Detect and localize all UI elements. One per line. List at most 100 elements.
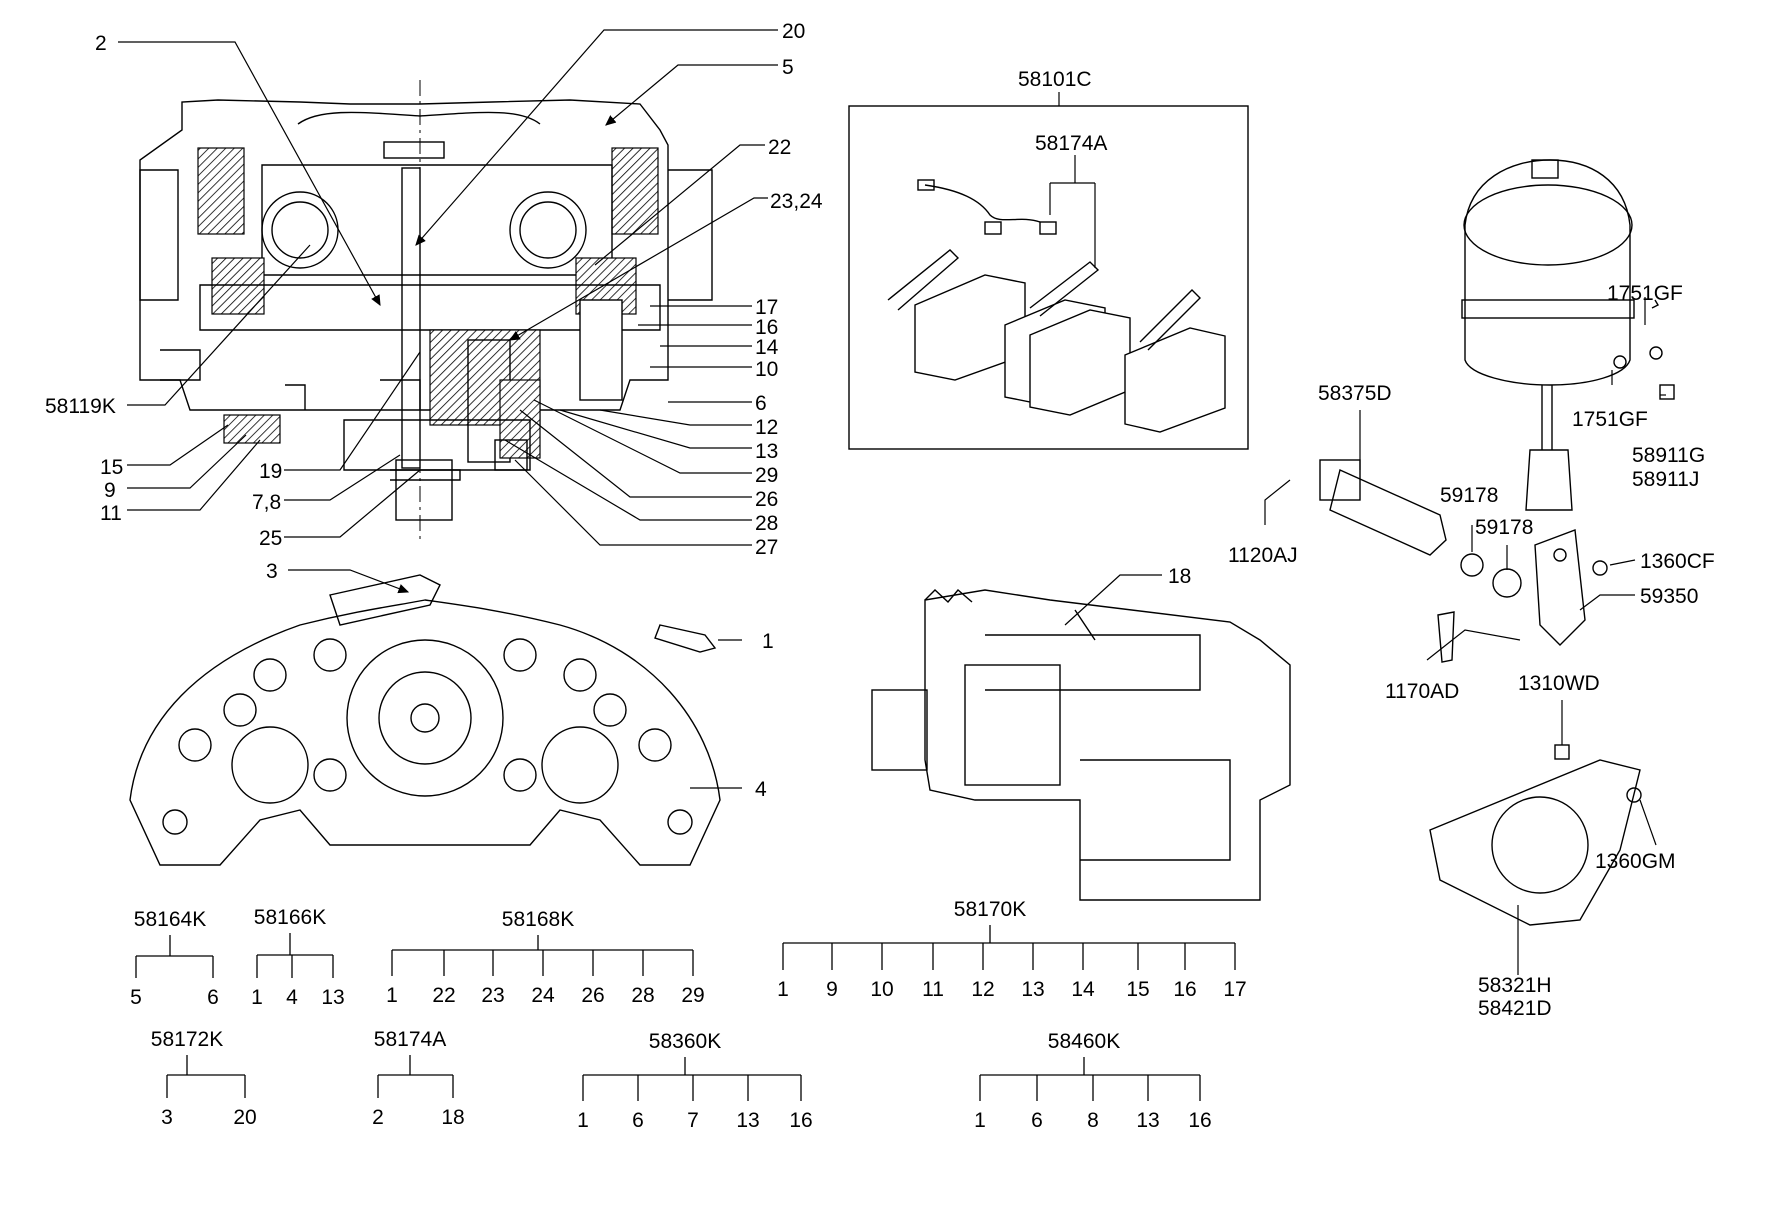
kit-item-58170K-10: 10 [870, 978, 893, 1001]
callout-1120AJ: 1120AJ [1228, 544, 1298, 567]
callout-10: 10 [755, 358, 778, 381]
callout-23-24: 23,24 [770, 190, 823, 213]
kit-name-58172K: 58172K [151, 1028, 223, 1051]
kit-item-58460K-8: 8 [1087, 1109, 1099, 1132]
kit-item-58170K-15: 15 [1126, 978, 1149, 1001]
kit-item-58360K-7: 7 [687, 1109, 699, 1132]
kit-item-58460K-6: 6 [1031, 1109, 1043, 1132]
callout-2: 2 [95, 32, 107, 55]
callout-26: 26 [755, 488, 778, 511]
kit-name-58460K: 58460K [1048, 1030, 1120, 1053]
kit-item-58170K-13: 13 [1021, 978, 1044, 1001]
callout-15: 15 [100, 456, 123, 479]
callout-6: 6 [755, 392, 767, 415]
kit-item-58170K-12: 12 [971, 978, 994, 1001]
callout-4: 4 [755, 778, 767, 801]
kit-item-58170K-17: 17 [1223, 978, 1246, 1001]
caliper-side-view [871, 589, 1291, 901]
callout-19: 19 [259, 460, 282, 483]
kit-name-58174A: 58174A [374, 1028, 446, 1051]
callout-16: 16 [755, 316, 778, 339]
kit-name-58360K: 58360K [649, 1030, 721, 1053]
kit-name-58166K: 58166K [254, 906, 326, 929]
callout-59350: 59350 [1640, 585, 1698, 608]
callout-20: 20 [782, 20, 805, 43]
kit-item-58360K-1: 1 [577, 1109, 589, 1132]
kit-item-58170K-9: 9 [826, 978, 838, 1001]
kit-item-58168K-1: 1 [386, 984, 398, 1007]
kit-item-58360K-13: 13 [736, 1109, 759, 1132]
kit-item-58170K-11: 11 [922, 978, 944, 1001]
callout-labels: 2 20 5 22 23,24 17 16 14 10 6 12 13 29 2… [45, 20, 1715, 1020]
callout-58321H: 58321H [1478, 974, 1552, 997]
callout-1360CF: 1360CF [1640, 550, 1715, 573]
callout-58375D: 58375D [1318, 382, 1392, 405]
section-leader-lines [118, 29, 778, 546]
kit-item-58360K-16: 16 [789, 1109, 812, 1132]
callout-29: 29 [755, 464, 778, 487]
kit-item-58164K-6: 6 [207, 986, 219, 1009]
kit-item-58168K-29: 29 [681, 984, 704, 1007]
kit-name-58168K: 58168K [502, 908, 574, 931]
callout-1360GM: 1360GM [1595, 850, 1676, 873]
kit-item-58172K-3: 3 [161, 1106, 173, 1129]
kit-item-58174A-2: 2 [372, 1106, 384, 1129]
kit-item-58166K-13: 13 [321, 986, 344, 1009]
kit-item-58460K-13: 13 [1136, 1109, 1159, 1132]
kit-item-58170K-16: 16 [1173, 978, 1196, 1001]
callout-58911G: 58911G [1632, 444, 1705, 467]
kit-item-58460K-1: 1 [974, 1109, 986, 1132]
kit-item-58170K-1: 1 [777, 978, 789, 1001]
callout-1170AD: 1170AD [1385, 680, 1459, 703]
kit-item-58168K-26: 26 [581, 984, 604, 1007]
callout-1: 1 [762, 630, 774, 653]
callout-18: 18 [1168, 565, 1191, 588]
kit-item-58168K-22: 22 [432, 984, 455, 1007]
callout-7-8: 7,8 [252, 491, 281, 514]
kit-item-58170K-14: 14 [1071, 978, 1095, 1001]
kit-item-58168K-24: 24 [531, 984, 555, 1007]
kit-item-58164K-5: 5 [130, 986, 142, 1009]
callout-1751GF-top: 1751GF [1607, 282, 1683, 305]
callout-3: 3 [266, 560, 278, 583]
callout-27: 27 [755, 536, 778, 559]
caliper-front-view [129, 574, 721, 866]
kit-item-58360K-6: 6 [632, 1109, 644, 1132]
callout-25: 25 [259, 527, 282, 550]
callout-59178-left: 59178 [1440, 484, 1498, 507]
callout-1751GF-bottom: 1751GF [1572, 408, 1648, 431]
side-leader-lines [1064, 574, 1162, 626]
kit-item-58166K-1: 1 [251, 986, 263, 1009]
kit-item-58174A-18: 18 [441, 1106, 464, 1129]
callout-17: 17 [755, 296, 778, 319]
callout-59178-right: 59178 [1475, 516, 1533, 539]
kit-item-58172K-20: 20 [233, 1106, 256, 1129]
callout-9: 9 [104, 479, 116, 502]
callout-12: 12 [755, 416, 778, 439]
callout-11: 11 [100, 502, 122, 525]
callout-14: 14 [755, 336, 779, 359]
callout-58101C: 58101C [1018, 68, 1092, 91]
callout-22: 22 [768, 136, 791, 159]
kit-name-58170K: 58170K [954, 898, 1026, 921]
kit-item-58460K-16: 16 [1188, 1109, 1211, 1132]
pad-kit-box [848, 92, 1249, 450]
front-leader-lines [288, 569, 742, 789]
callout-58421D: 58421D [1478, 997, 1552, 1020]
kit-item-58166K-4: 4 [286, 986, 298, 1009]
callout-13: 13 [755, 440, 778, 463]
callout-5: 5 [782, 56, 794, 79]
callout-58119K: 58119K [45, 395, 116, 418]
kit-item-58168K-28: 28 [631, 984, 654, 1007]
caliper-section-view [139, 80, 713, 540]
callout-58174A: 58174A [1035, 132, 1107, 155]
callout-1310WD: 1310WD [1518, 672, 1600, 695]
actuator-parts [1319, 159, 1675, 926]
callout-58911J: 58911J [1632, 468, 1699, 491]
kit-item-58168K-23: 23 [481, 984, 504, 1007]
actuator-leader-lines [1264, 297, 1666, 975]
callout-28: 28 [755, 512, 778, 535]
kit-name-58164K: 58164K [134, 908, 206, 931]
